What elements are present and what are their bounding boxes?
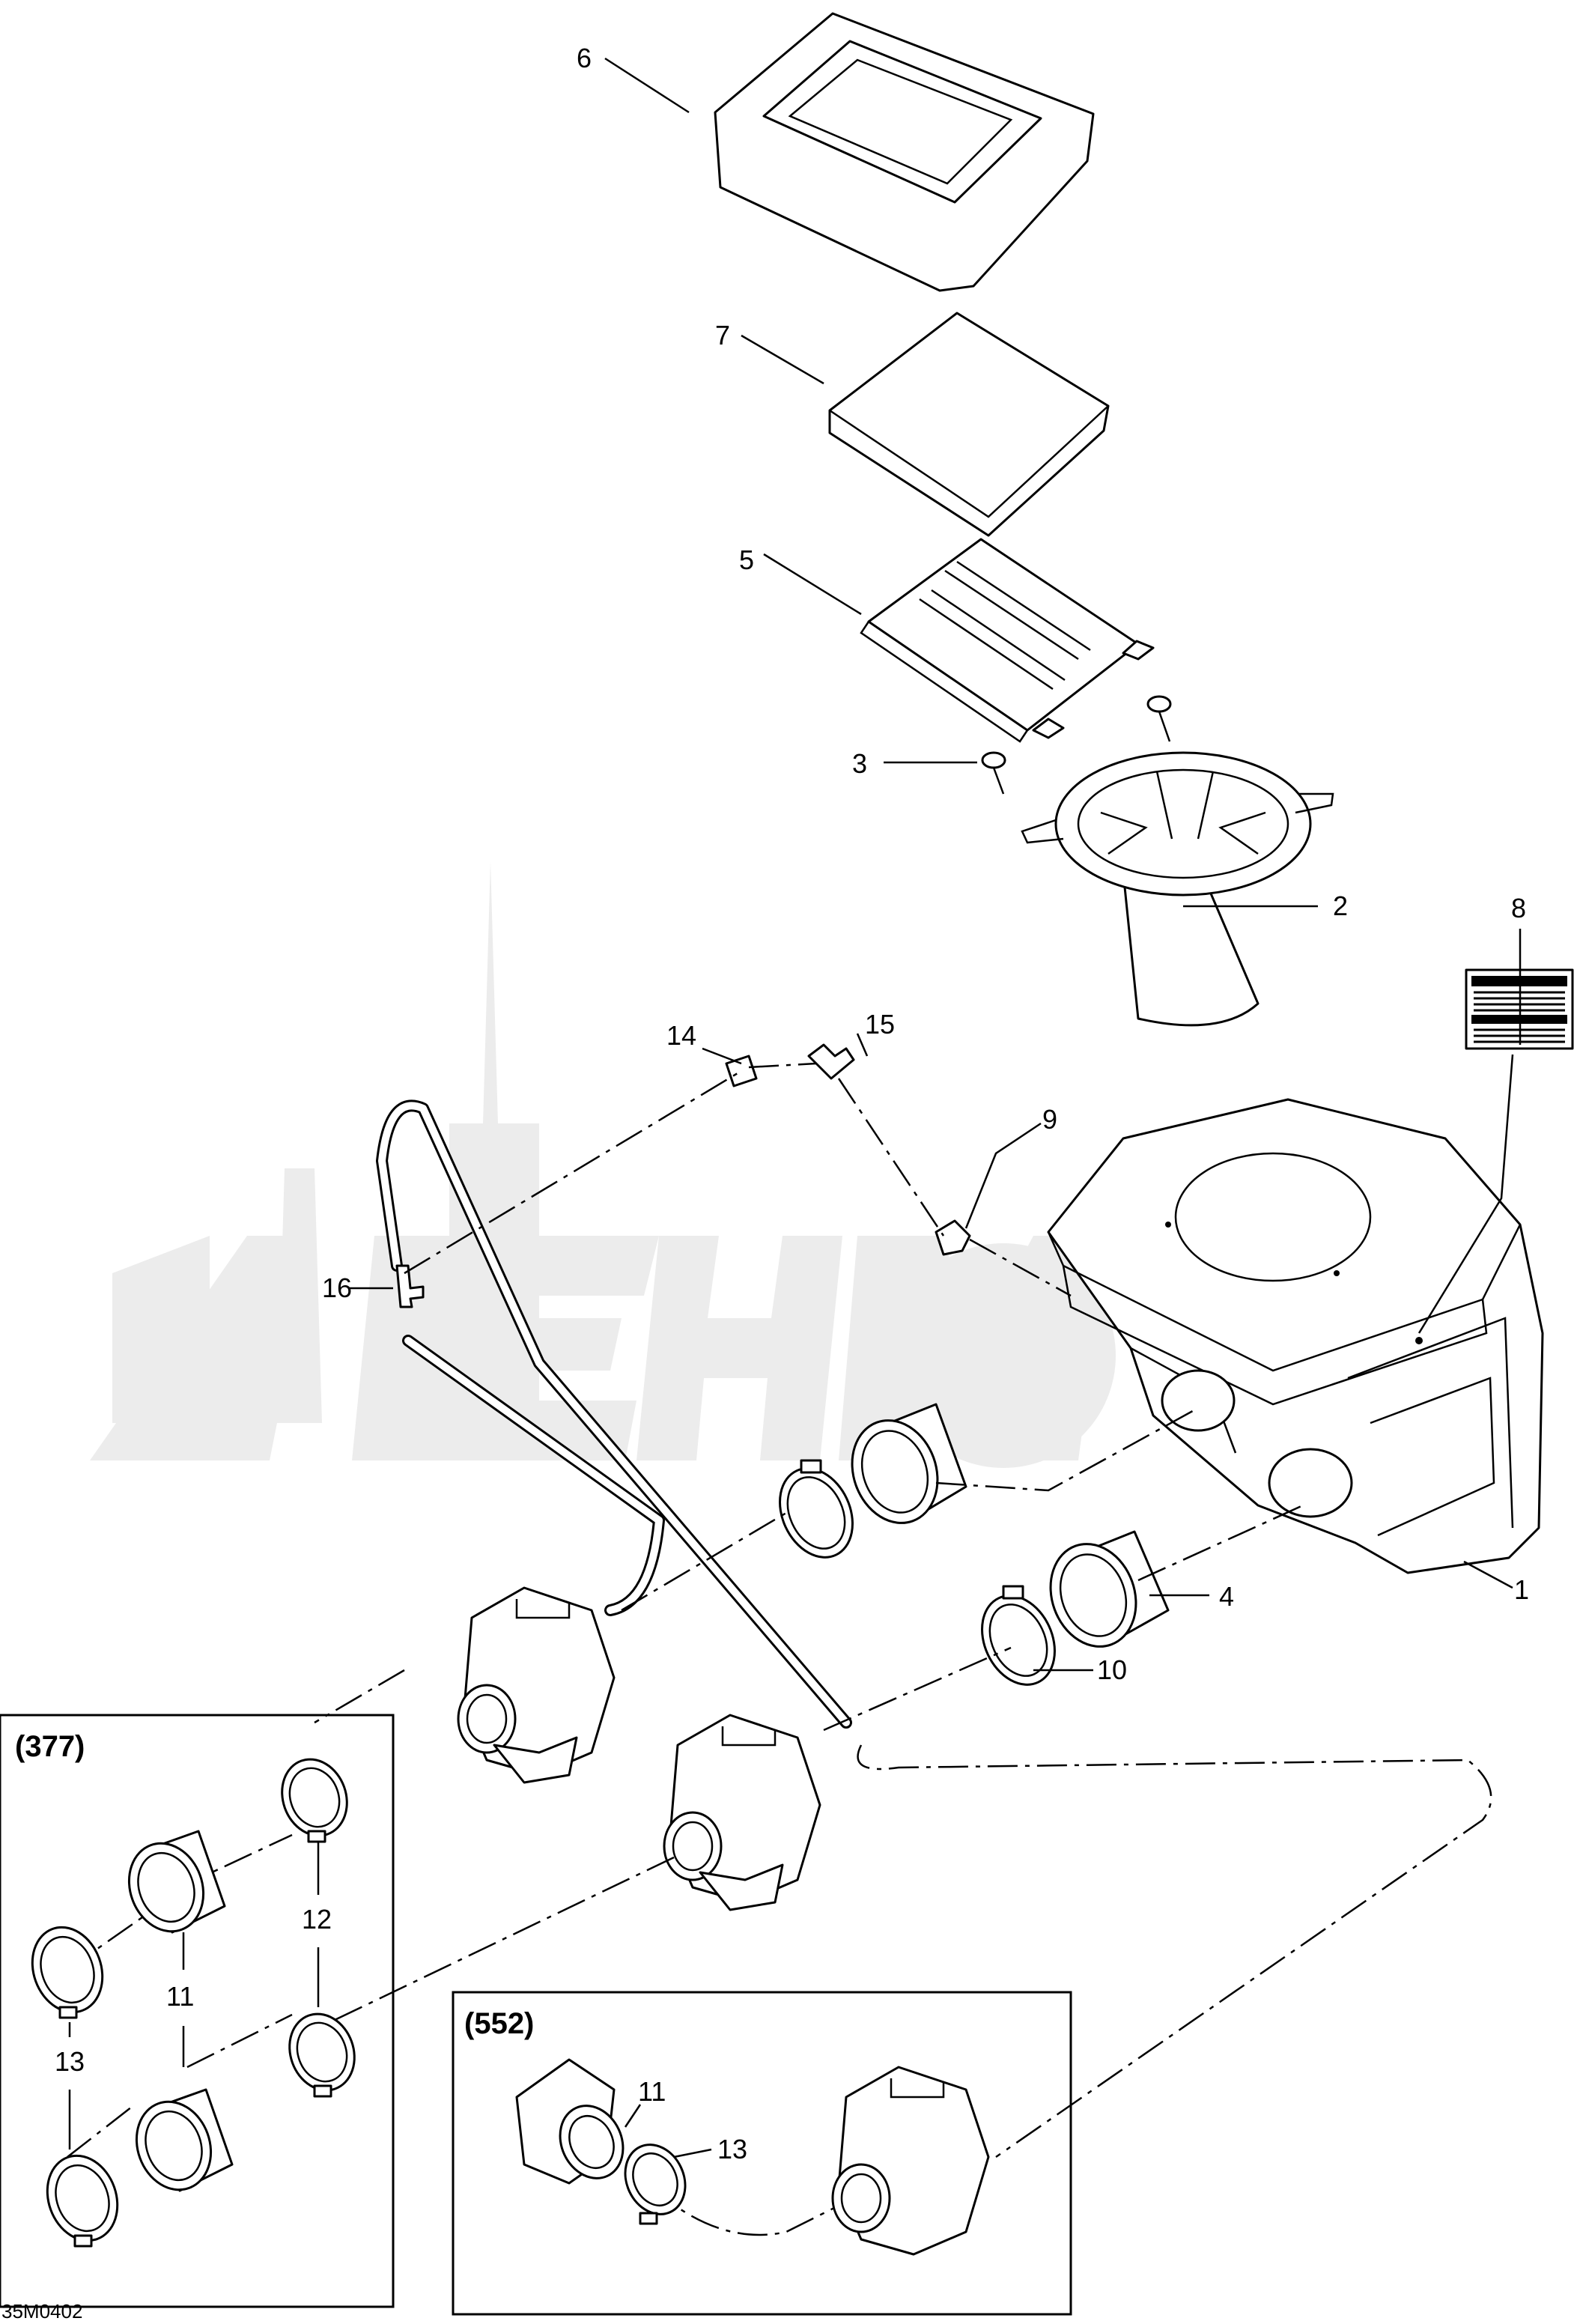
carburetor-upper xyxy=(457,1586,616,1784)
group-552 xyxy=(452,1991,1072,2316)
part-15-elbow xyxy=(807,1043,855,1080)
part-5-plate xyxy=(860,538,1155,743)
callout-2: 2 xyxy=(1333,891,1348,921)
callout-10: 10 xyxy=(1097,1654,1127,1685)
part-1-air-silencer xyxy=(1047,1098,1544,1574)
group-377-callout-13: 13 xyxy=(55,2046,85,2077)
callout-15: 15 xyxy=(865,1009,895,1040)
part-7-foam-filter xyxy=(828,312,1110,537)
callout-9: 9 xyxy=(1042,1104,1057,1135)
part-14-tube xyxy=(725,1055,758,1087)
group-377 xyxy=(0,1714,395,2308)
callout-1: 1 xyxy=(1514,1574,1529,1605)
group-377-callout-12: 12 xyxy=(302,1904,332,1935)
part-4-adaptors xyxy=(851,1403,1170,1648)
diagram-reference: 35M0402 xyxy=(1,2300,82,2323)
group-377-callout-11: 11 xyxy=(166,1981,194,2012)
callout-6: 6 xyxy=(577,43,592,73)
callout-7: 7 xyxy=(715,320,730,351)
carburetor-lower xyxy=(663,1714,821,1911)
part-6-filter-frame xyxy=(714,12,1095,292)
group-552-callout-13: 13 xyxy=(717,2134,747,2164)
group-552-title: (552) xyxy=(464,2007,534,2040)
callout-16: 16 xyxy=(322,1272,352,1303)
group-377-title: (377) xyxy=(15,1730,85,1763)
part-3-rivets xyxy=(981,695,1172,795)
callout-8: 8 xyxy=(1511,893,1526,923)
group-labels: (377) 12 11 13 (552) 11 13 xyxy=(15,1730,747,2164)
part-2-silencer-neck xyxy=(1021,751,1334,1027)
watermark xyxy=(90,861,1528,1468)
part-10-clamps xyxy=(779,1459,1056,1686)
callout-5: 5 xyxy=(739,544,754,575)
leader-lines xyxy=(348,57,1522,1672)
callout-labels: 6 7 5 3 2 8 14 15 9 16 1 4 10 xyxy=(322,43,1529,1685)
callout-4: 4 xyxy=(1219,1581,1234,1612)
assembly-lines xyxy=(67,1062,1492,2236)
callout-14: 14 xyxy=(666,1020,696,1051)
group-552-callout-11: 11 xyxy=(638,2076,666,2107)
part-9-grommet xyxy=(935,1219,971,1256)
part-16-t-fitting xyxy=(395,1264,425,1308)
vent-hoses xyxy=(376,1099,852,1729)
callout-3: 3 xyxy=(852,748,867,779)
